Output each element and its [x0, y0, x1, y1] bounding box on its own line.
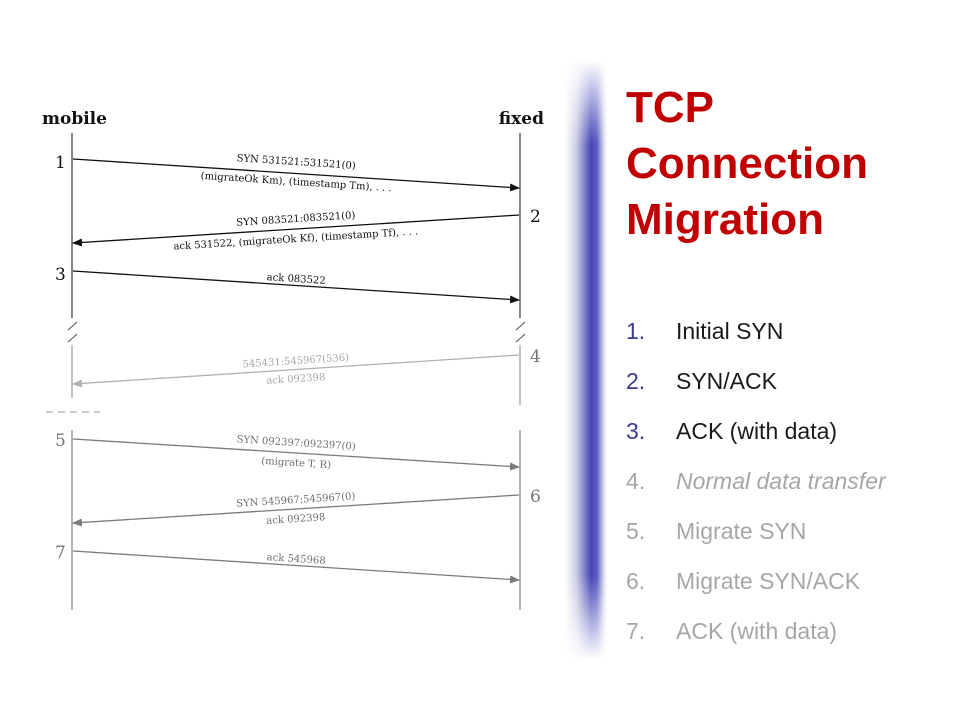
step-label: SYN/ACK	[676, 368, 777, 394]
tcp-migration-sequence-diagram: mobile fixed 1 2 3 4 5 6 7 SYN 531521:53…	[42, 109, 544, 610]
step-label: ACK (with data)	[676, 618, 838, 644]
step-number: 1.	[626, 318, 646, 344]
step-item-3: 3. ACK (with data)	[626, 414, 946, 464]
message-1-line1: SYN 531521:531521(0)	[236, 153, 356, 172]
message-2-line2: ack 531522, (migrateOk Kf), (timestamp T…	[173, 226, 418, 252]
message-3: ack 083522	[72, 270, 520, 304]
step-label: Normal data transfer	[676, 468, 886, 494]
slide-title-line-3: Migration	[626, 195, 824, 244]
message-4-line1: 545431:545967(536)	[242, 353, 349, 371]
step-label: Initial SYN	[676, 318, 784, 344]
step-number: 3.	[626, 418, 646, 444]
step-item-4: 4. Normal data transfer	[626, 464, 946, 514]
step-marker-5: 5	[55, 431, 66, 451]
message-3-line1: ack 083522	[266, 272, 326, 287]
message-4-line2: ack 092398	[266, 372, 326, 387]
step-item-5: 5. Migrate SYN	[626, 514, 946, 564]
step-item-7: 7. ACK (with data)	[626, 614, 946, 664]
step-label: ACK (with data)	[676, 418, 838, 444]
message-7-line1: ack 545968	[266, 552, 326, 567]
message-5: SYN 092397:092397(0) (migrate T, R)	[72, 434, 520, 471]
message-1: SYN 531521:531521(0) (migrateOk Km), (ti…	[72, 153, 520, 194]
message-6-line2: ack 092398	[266, 512, 326, 527]
step-number: 6.	[626, 568, 646, 594]
step-item-2: 2. SYN/ACK	[626, 364, 946, 414]
step-number: 4.	[626, 468, 646, 494]
step-item-6: 6. Migrate SYN/ACK	[626, 564, 946, 614]
slide-title-line-2: Connection	[626, 139, 868, 188]
message-2: SYN 083521:083521(0) ack 531522, (migrat…	[72, 210, 520, 253]
step-number: 2.	[626, 368, 646, 394]
fixed-lifeline	[515, 133, 526, 610]
migration-steps-list: 1. Initial SYN 2. SYN/ACK 3. ACK (with data…	[626, 314, 946, 664]
step-marker-1: 1	[55, 153, 66, 173]
step-marker-3: 3	[55, 265, 66, 285]
step-number: 5.	[626, 518, 646, 544]
step-item-1: 1. Initial SYN	[626, 314, 946, 364]
step-number: 7.	[626, 618, 646, 644]
message-4: 545431:545967(536) ack 092398	[72, 353, 520, 388]
message-5-line2: (migrate T, R)	[261, 456, 331, 471]
message-6: SYN 545967:545967(0) ack 092398	[72, 491, 520, 527]
step-label: Migrate SYN	[676, 518, 807, 544]
fixed-host-label: fixed	[499, 109, 544, 129]
decorative-gradient-bar	[565, 60, 607, 660]
message-1-line2: (migrateOk Km), (timestamp Tm), . . .	[200, 171, 392, 194]
step-marker-6: 6	[530, 487, 541, 507]
step-marker-2: 2	[530, 207, 541, 227]
mobile-lifeline	[67, 133, 78, 610]
mobile-host-label: mobile	[42, 109, 107, 129]
step-label: Migrate SYN/ACK	[676, 568, 861, 594]
step-marker-4: 4	[530, 347, 541, 367]
slide-title-line-1: TCP	[626, 83, 714, 132]
message-7: ack 545968	[72, 550, 520, 584]
step-marker-7: 7	[55, 543, 66, 563]
